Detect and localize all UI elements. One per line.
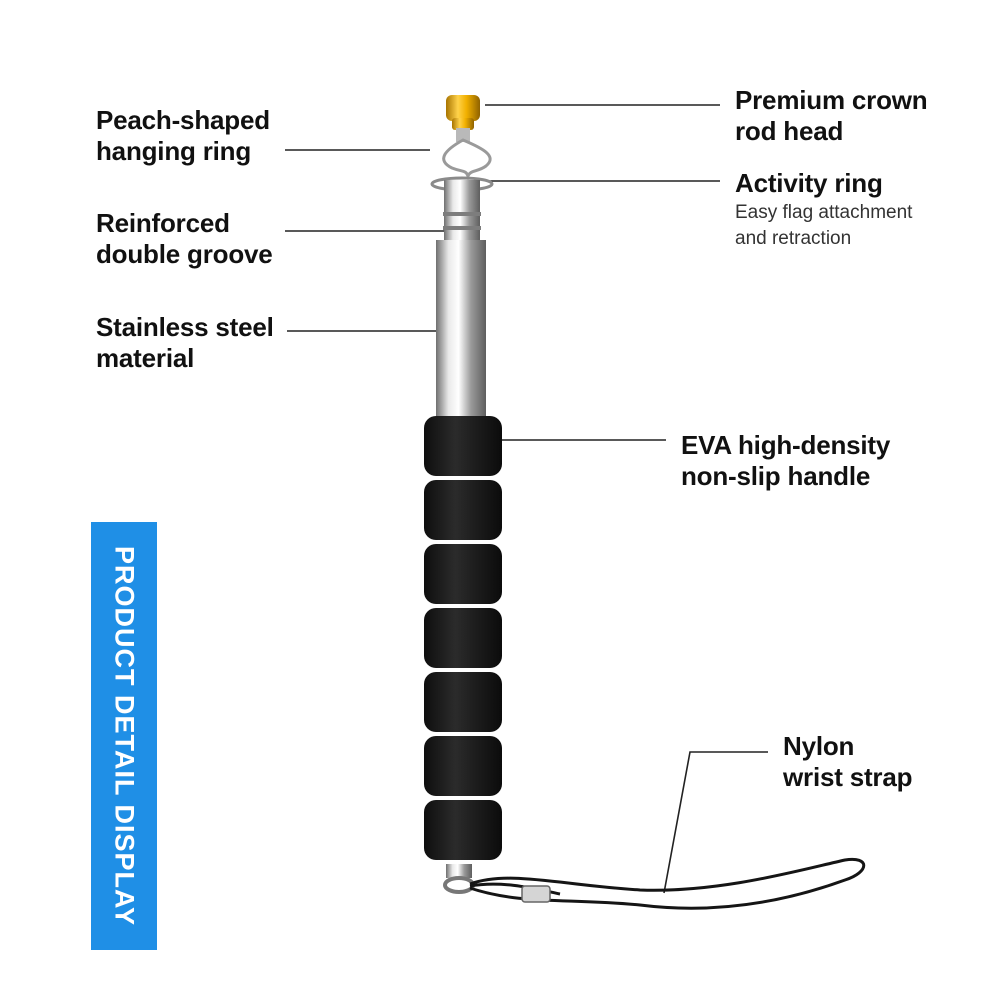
callout-wrist-strap-line1: Nylon: [783, 731, 855, 761]
callout-handle-line2: non-slip handle: [681, 461, 871, 491]
callout-activity-ring-title: Activity ring: [735, 168, 883, 198]
handle-segment: [424, 608, 502, 668]
callout-steel-line1: Stainless steel: [96, 312, 274, 342]
eva-handle: [424, 416, 502, 860]
callout-wrist-strap: Nylon wrist strap: [783, 731, 912, 793]
peach-hanging-ring: [442, 138, 492, 181]
callout-hanging-ring-line1: Peach-shaped: [96, 105, 270, 135]
strap-clip: [521, 885, 551, 903]
stainless-steel-tube: [436, 180, 486, 430]
callout-handle-line1: EVA high-density: [681, 430, 891, 460]
callout-wrist-strap-line2: wrist strap: [783, 762, 913, 792]
callout-crown-head-line1: Premium crown: [735, 85, 928, 115]
callout-crown-head: Premium crown rod head: [735, 85, 928, 147]
crown-rod-head: [446, 95, 480, 142]
handle-segment: [424, 672, 502, 732]
side-banner-text: PRODUCT DETAIL DISPLAY: [109, 545, 140, 927]
callout-activity-ring-desc2: and retraction: [735, 228, 852, 249]
callout-steel-line2: material: [96, 343, 195, 373]
callout-double-groove: Reinforced double groove: [96, 208, 273, 270]
side-banner: PRODUCT DETAIL DISPLAY: [91, 522, 157, 950]
callout-double-groove-line1: Reinforced: [96, 208, 230, 238]
handle-segment: [424, 800, 502, 860]
leader-lines: [285, 104, 768, 894]
nylon-wrist-strap: [469, 857, 866, 910]
callout-steel-material: Stainless steel material: [96, 312, 274, 374]
handle-segment: [424, 736, 502, 796]
callout-handle: EVA high-density non-slip handle: [681, 430, 890, 492]
callout-crown-head-line2: rod head: [735, 116, 844, 146]
handle-segment: [424, 544, 502, 604]
callout-double-groove-line2: double groove: [96, 239, 273, 269]
callout-hanging-ring-line2: hanging ring: [96, 136, 252, 166]
handle-segment: [424, 416, 502, 476]
callout-activity-ring-desc: Easy flag attachment and retraction: [735, 200, 912, 252]
callout-activity-ring-desc1: Easy flag attachment: [735, 202, 913, 223]
callout-hanging-ring: Peach-shaped hanging ring: [96, 105, 270, 167]
handle-segment: [424, 480, 502, 540]
handle-end-cap: [443, 864, 475, 894]
